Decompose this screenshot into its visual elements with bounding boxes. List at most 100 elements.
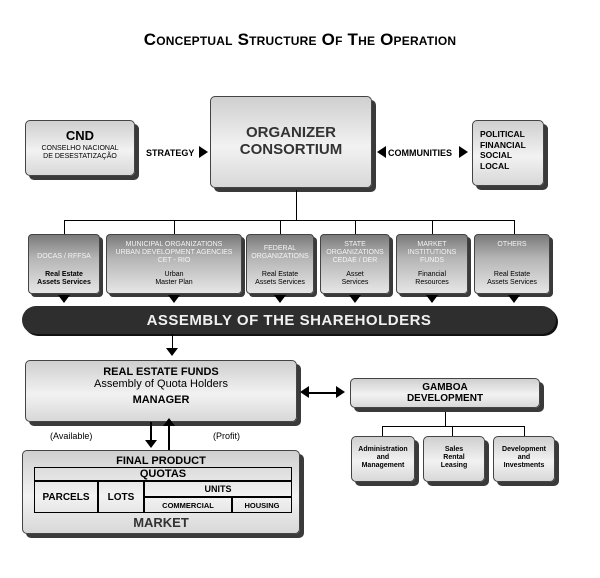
sub-line1: Development — [502, 446, 546, 453]
units-label: UNITS — [204, 484, 232, 494]
gamboa-sub-connector — [382, 426, 383, 436]
member-connector — [174, 220, 175, 234]
member-name-line1: MARKET — [417, 241, 447, 248]
down-arrow-icon — [274, 295, 286, 303]
gamboa-sub-connector — [524, 426, 525, 436]
member-role-line1: Financial — [417, 271, 446, 278]
assembly-to-funds-line — [172, 334, 173, 348]
member-name-line3: CEDAE / DER — [332, 257, 378, 264]
housing-label: HOUSING — [244, 500, 280, 510]
cnd-desc-line1: CONSELHO NACIONAL — [41, 145, 119, 152]
member-name-line1: MUNICIPAL ORGANIZATIONS — [125, 241, 223, 248]
community-financial: FINANCIAL — [480, 139, 526, 150]
member-market-institutions: MARKET INSTITUTIONS FUNDS Financial Reso… — [396, 234, 468, 294]
sub-line1: Sales — [444, 446, 464, 453]
cnd-box: CND CONSELHO NACIONAL DE DESESTATIZAÇÃO — [25, 120, 135, 176]
member-role-line2: Assets Services — [37, 278, 91, 286]
profit-up-arrow-icon — [163, 418, 175, 426]
member-name-line2: ORGANIZATIONS — [326, 249, 384, 256]
community-local: LOCAL — [480, 160, 510, 171]
organizer-line1: ORGANIZER — [246, 124, 336, 141]
member-name-line2: INSTITUTIONS — [407, 249, 457, 256]
down-arrow-icon — [58, 295, 70, 303]
community-social: SOCIAL — [480, 150, 513, 160]
member-connector — [514, 220, 515, 234]
member-connector — [355, 220, 356, 234]
sub-line2: Rental — [443, 454, 465, 461]
page-title: Conceptual Structure Of The Operation — [143, 30, 457, 49]
gamboa-sales-box: Sales Rental Leasing — [423, 436, 485, 482]
member-docas-rffsa: DOCAS / RFFSA Real Estate Assets Service… — [28, 234, 100, 294]
quotas-cell: QUOTAS — [34, 467, 292, 481]
cnd-desc-line2: DE DESESTATIZAÇÃO — [43, 152, 117, 160]
strategy-label: STRATEGY — [146, 148, 195, 158]
gamboa-development-box: GAMBOA DEVELOPMENT — [350, 378, 540, 408]
available-label: (Available) — [50, 431, 93, 441]
real-estate-funds-box: REAL ESTATE FUNDS Assembly of Quota Hold… — [25, 360, 297, 422]
double-arrow-right-icon — [336, 386, 345, 398]
gamboa-line1: GAMBOA — [422, 382, 468, 393]
double-arrow-left-icon — [300, 386, 309, 398]
cnd-name: CND — [65, 128, 95, 143]
member-others: OTHERS Real Estate Assets Services — [474, 234, 550, 294]
sub-line1: Administration — [358, 446, 408, 453]
quotas-label: QUOTAS — [139, 468, 187, 480]
member-name-line1: FEDERAL — [263, 245, 297, 252]
assembly-label: ASSEMBLY OF THE SHAREHOLDERS — [146, 311, 432, 329]
down-arrow-icon — [508, 295, 520, 303]
organizer-consortium-box: ORGANIZER CONSORTIUM — [210, 96, 372, 188]
member-name-line3: CET - RIO — [157, 257, 191, 264]
units-cell: UNITS — [144, 481, 292, 497]
member-role-line2: Master Plan — [155, 278, 193, 286]
organizer-line2: CONSORTIUM — [239, 141, 343, 158]
member-role-line1: Real Estate — [493, 271, 531, 278]
member-role-line2: Assets Services — [255, 278, 305, 286]
member-role-line2: Resources — [415, 278, 449, 286]
members-bus — [64, 220, 514, 221]
member-role-line1: Urban — [164, 271, 184, 278]
funds-gamboa-line — [308, 392, 336, 394]
sub-line3: Investments — [503, 462, 545, 469]
member-name-line3: FUNDS — [419, 257, 445, 264]
funds-subtitle: Assembly of Quota Holders — [94, 378, 228, 390]
member-name-line2: ORGANIZATIONS — [251, 253, 309, 260]
gamboa-connector — [445, 412, 446, 426]
profit-label: (Profit) — [213, 431, 240, 441]
sub-line3: Management — [361, 462, 405, 469]
member-state-organizations: STATE ORGANIZATIONS CEDAE / DER Asset Se… — [320, 234, 390, 294]
sub-line3: Leasing — [440, 462, 468, 469]
parcels-cell: PARCELS — [34, 481, 98, 513]
available-down-arrow-icon — [145, 440, 157, 448]
member-connector — [432, 220, 433, 234]
housing-cell: HOUSING — [232, 497, 292, 513]
gamboa-sub-connector — [452, 426, 453, 436]
assembly-to-funds-arrow-icon — [166, 348, 178, 356]
communities-right-arrow-icon — [459, 146, 468, 158]
community-political: POLITICAL — [480, 129, 525, 139]
member-connector — [280, 220, 281, 234]
member-name-line1: OTHERS — [497, 241, 527, 248]
member-name-line1: DOCAS / RFFSA — [37, 253, 91, 260]
available-line — [150, 422, 152, 442]
gamboa-administration-box: Administration and Management — [351, 436, 415, 482]
sub-line2: and — [517, 454, 531, 461]
funds-manager: MANAGER — [132, 394, 190, 406]
commercial-label: COMMERCIAL — [162, 500, 214, 510]
member-connector — [64, 220, 65, 234]
member-role-line1: Real Estate — [261, 271, 299, 278]
sub-line2: and — [376, 454, 390, 461]
member-name-line1: STATE — [344, 241, 366, 248]
down-arrow-icon — [168, 295, 180, 303]
gamboa-development-investments-box: Development and Investments — [493, 436, 555, 482]
member-name-line2: URBAN DEVELOPMENT AGENCIES — [115, 249, 233, 256]
member-municipal-organizations: MUNICIPAL ORGANIZATIONS URBAN DEVELOPMEN… — [106, 234, 242, 294]
lots-cell: LOTS — [98, 481, 144, 513]
member-federal-organizations: FEDERAL ORGANIZATIONS Real Estate Assets… — [246, 234, 314, 294]
member-role-line2: Assets Services — [487, 278, 537, 286]
final-product-box: FINAL PRODUCT — [22, 450, 300, 534]
down-arrow-icon — [349, 295, 361, 303]
market-label: MARKET — [133, 515, 189, 530]
down-arrow-icon — [426, 295, 438, 303]
parcels-label: PARCELS — [42, 491, 90, 503]
member-role-line2: Services — [341, 278, 369, 286]
